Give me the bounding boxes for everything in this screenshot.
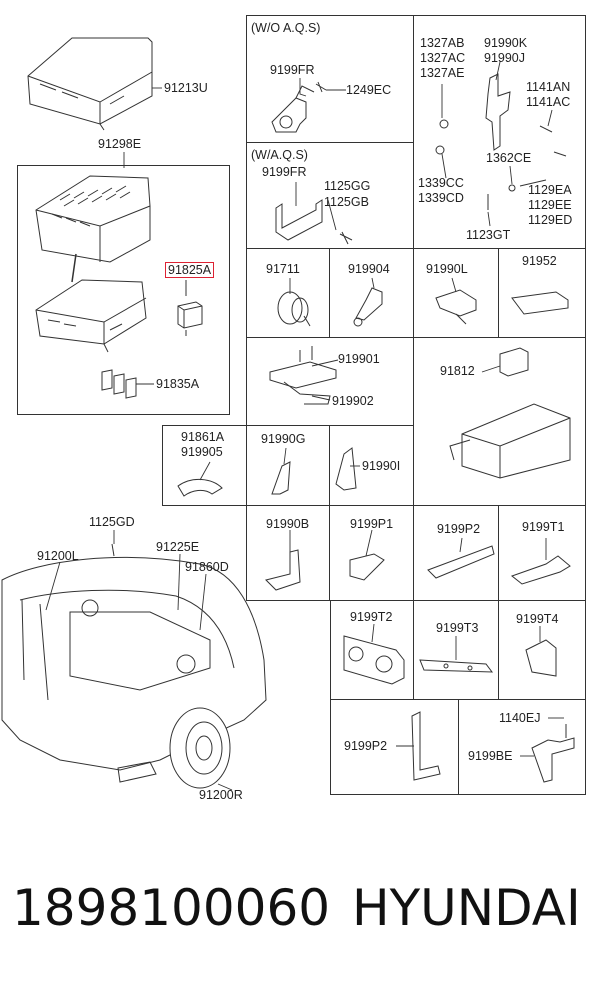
label-car-b: 91200L <box>37 549 79 563</box>
label-row4-b: 919902 <box>332 394 374 408</box>
label-row7-a: 9199T2 <box>350 610 393 624</box>
grid-row6-div1 <box>329 505 330 601</box>
relay-drawing <box>177 280 203 336</box>
label-g3-c2: 1141AC <box>526 95 571 109</box>
label-g3-b2: 91990J <box>484 51 526 65</box>
grid-row3-div1 <box>329 248 330 338</box>
grid-row5-div2 <box>329 425 330 506</box>
label-row7-b: 9199T3 <box>436 621 479 635</box>
label-row5-c: 91990I <box>362 459 401 473</box>
label-box-title: 91298E <box>98 137 142 151</box>
label-row5-a2: 919905 <box>181 445 223 459</box>
label-g2-a: 9199FR <box>262 165 307 179</box>
label-row6-a: 91990B <box>266 517 310 531</box>
grid-row6-div2 <box>413 505 414 601</box>
label-cover: 91213U <box>164 81 208 95</box>
label-g3-f2: 1129EE <box>528 198 572 212</box>
label-row8-c: 9199BE <box>468 749 513 763</box>
fuse-box-frame <box>17 165 230 415</box>
leader-lines <box>45 61 564 791</box>
label-car-e: 91200R <box>199 788 243 802</box>
label-g3-f3: 1129ED <box>528 213 573 227</box>
label-row8-b: 1140EJ <box>499 711 541 725</box>
label-g3-d: 1362CE <box>486 151 532 165</box>
fuse-drawing <box>101 369 137 399</box>
g1-bracket-drawing <box>271 81 327 133</box>
label-row7-c: 9199T4 <box>516 612 559 626</box>
label-car-c: 91225E <box>156 540 200 554</box>
label-row3-b: 919904 <box>348 262 390 276</box>
label-g1-a: 9199FR <box>270 63 315 77</box>
label-row4-c: 91812 <box>440 364 475 378</box>
label-row4-a: 919901 <box>338 352 380 366</box>
label-g3-e1: 1339CC <box>418 176 464 190</box>
label-car-a: 1125GD <box>89 515 135 529</box>
row5-parts-drawing <box>177 447 357 497</box>
label-g3-b1: 91990K <box>484 36 528 50</box>
label-g2-b1: 1125GG <box>324 179 371 193</box>
car-body-drawing <box>1 543 267 789</box>
label-g1-header: (W/O A.Q.S) <box>251 21 321 35</box>
grid-battery-frame <box>413 337 586 506</box>
grid-row5-div1 <box>246 425 247 506</box>
grid-row3-div3 <box>498 248 499 338</box>
label-row5-a1: 91861A <box>181 430 225 444</box>
label-fuse: 91835A <box>156 377 200 391</box>
row8-parts-drawing <box>411 711 575 783</box>
grid-row7-div1 <box>413 600 414 700</box>
label-g3-c1: 1141AN <box>526 80 571 94</box>
label-relay-highlight: 91825A <box>165 262 215 278</box>
label-g2-header: (W/A.Q.S) <box>251 148 308 162</box>
label-row3-d: 91952 <box>522 254 557 268</box>
grid-row8-div1 <box>458 699 459 795</box>
grid-row3-div2 <box>413 248 414 338</box>
label-row8-a: 9199P2 <box>344 739 388 753</box>
label-row5-b: 91990G <box>261 432 306 446</box>
g3-parts-drawing <box>435 73 567 210</box>
fuse-box-drawing <box>35 175 151 353</box>
row3-parts-drawing <box>277 287 569 327</box>
label-row6-c: 9199P2 <box>437 522 481 536</box>
label-row3-c: 91990L <box>426 262 468 276</box>
label-g1-b: 1249EC <box>346 83 392 97</box>
label-car-d: 91860D <box>185 560 229 574</box>
label-row3-a: 91711 <box>266 262 300 276</box>
grid-row6-div3 <box>498 505 499 601</box>
label-g3-a1: 1327AB <box>420 36 465 50</box>
row4-parts-drawing <box>269 346 571 479</box>
grid-row7-div2 <box>498 600 499 700</box>
grid-row4-frame <box>246 337 414 426</box>
label-row6-d: 9199T1 <box>522 520 565 534</box>
row6-parts-drawing <box>265 545 571 591</box>
footer-brand: HYUNDAI <box>352 879 581 937</box>
footer-part-number: 1898100060 <box>12 879 331 937</box>
label-g2-b2: 1125GB <box>324 195 369 209</box>
label-g3-a2: 1327AC <box>420 51 466 65</box>
g2-bracket-drawing <box>275 199 353 245</box>
fuse-box-cover-drawing <box>27 37 153 131</box>
label-g3-f1: 1129EA <box>528 183 572 197</box>
label-row6-b: 9199P1 <box>350 517 394 531</box>
row7-parts-drawing <box>343 635 557 685</box>
label-g3-g: 1123GT <box>466 228 511 242</box>
label-g3-e2: 1339CD <box>418 191 464 205</box>
label-g3-a3: 1327AE <box>420 66 465 80</box>
